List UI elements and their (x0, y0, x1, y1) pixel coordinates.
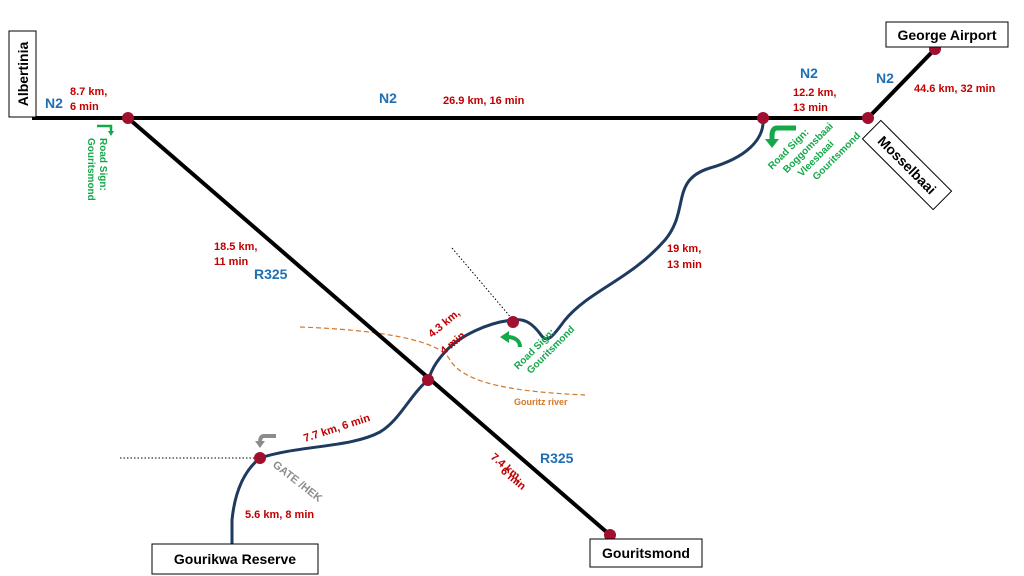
east-side-road (426, 117, 765, 381)
place-gouritsmond: Gouritsmond (589, 538, 703, 568)
turn-arrow-icon (765, 139, 779, 148)
gouritz-river (299, 326, 586, 396)
distance-label: 8.7 km, (70, 86, 107, 98)
place-mosselbaai: Mosselbaai (861, 119, 953, 211)
junction-node-gate (254, 452, 266, 464)
distance-label: 5.6 km, 8 min (245, 509, 314, 521)
river-label: Gouritz river (514, 397, 568, 407)
svg-text:Gouritsmond: Gouritsmond (85, 138, 96, 201)
junction-node-middle (507, 316, 519, 328)
turn-arrow-icon (769, 125, 796, 141)
place-george-airport: George Airport (885, 21, 1009, 48)
svg-text:Road Sign:: Road Sign: (97, 138, 108, 191)
road-sign-middle: Road Sign: Gouritsmond (512, 324, 577, 376)
road-label-n2: N2 (45, 95, 63, 111)
distance-label: 13 min (793, 102, 828, 114)
distance-label: 11 min (214, 256, 249, 268)
turn-arrow-icon (500, 331, 509, 343)
road-label-r325: R325 (540, 450, 574, 466)
place-gourikwa-reserve: Gourikwa Reserve (151, 543, 319, 575)
svg-text:Albertinia: Albertinia (15, 42, 31, 107)
n2-airport-road (866, 47, 937, 120)
svg-text:Gourikwa Reserve: Gourikwa Reserve (174, 551, 296, 567)
distance-label: 6 min (70, 101, 99, 113)
turn-arrow-icon (255, 441, 265, 448)
r325-road (126, 116, 612, 537)
distance-label: 13 min (667, 259, 702, 271)
reserve-road (230, 456, 261, 545)
distance-label: 19 km, (667, 243, 701, 255)
svg-text:Mosselbaai: Mosselbaai (875, 133, 940, 198)
gate-label: GATE /HEK (270, 459, 324, 505)
distance-label: 26.9 km, 16 min (443, 95, 525, 107)
junction-node-east (757, 112, 769, 124)
turn-arrow-icon (108, 131, 114, 136)
road-sign-west: Road Sign: Gouritsmond (85, 138, 108, 201)
place-albertinia: Albertinia (8, 30, 37, 118)
turn-arrow-icon (97, 124, 113, 133)
distance-label: 18.5 km, (214, 241, 257, 253)
junction-node-mosselbaai (862, 112, 874, 124)
road-label-n2: N2 (876, 70, 894, 86)
junction-node-gouritsmond (604, 529, 616, 541)
distance-label: 44.6 km, 32 min (914, 83, 996, 95)
road-label-r325: R325 (254, 266, 288, 282)
svg-text:Gouritsmond: Gouritsmond (602, 545, 690, 561)
junction-node-crossing (422, 374, 434, 386)
distance-label: 12.2 km, (793, 87, 836, 99)
gate-road (259, 378, 429, 460)
distance-label: 4 min (438, 329, 468, 357)
junction-node-albertinia (122, 112, 134, 124)
road-label-n2: N2 (379, 90, 397, 106)
dotted-marker-line (451, 247, 514, 321)
svg-text:George Airport: George Airport (897, 27, 996, 43)
road-label-n2: N2 (800, 65, 818, 81)
